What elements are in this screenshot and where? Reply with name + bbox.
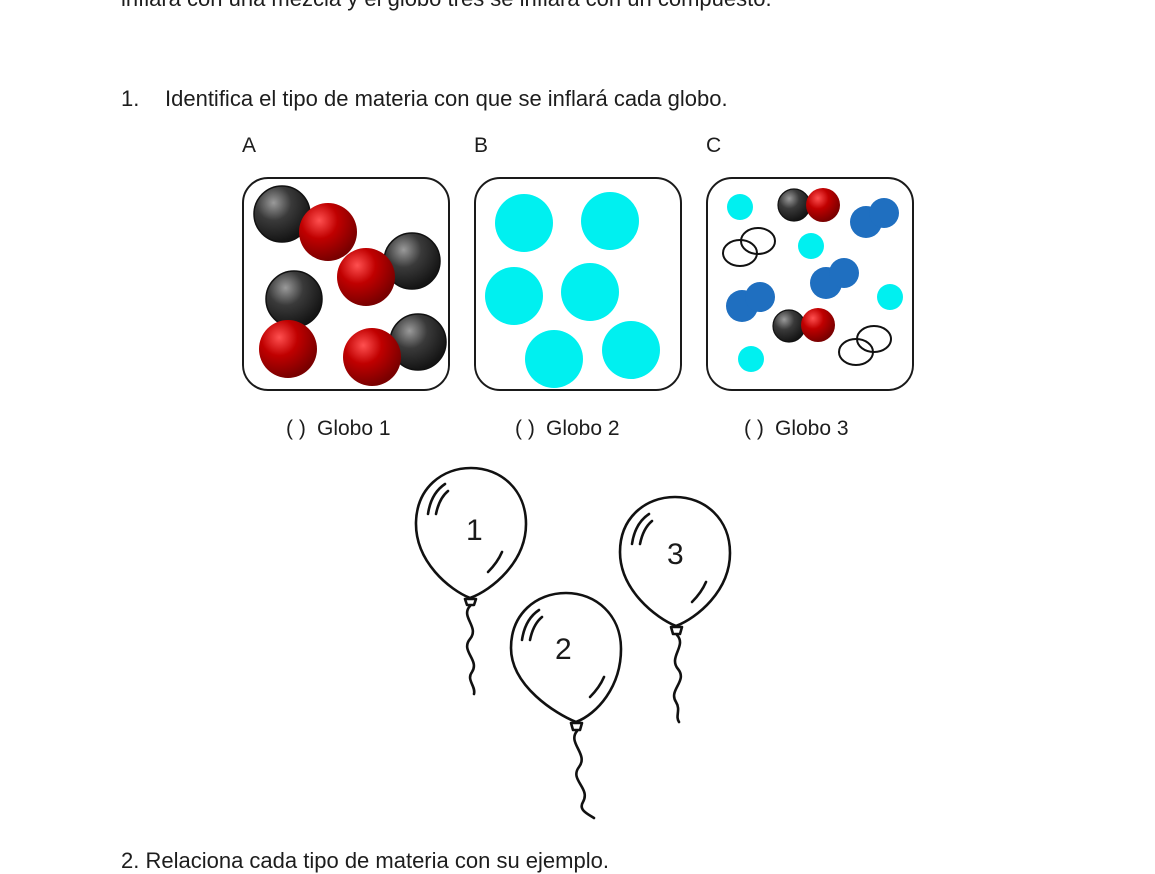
answer-blank[interactable]: ( ) xyxy=(744,417,764,440)
molecule-black-red xyxy=(259,270,323,378)
box-b-letter: B xyxy=(474,134,489,157)
molecule-blue xyxy=(850,198,899,238)
cyan-atom xyxy=(581,192,639,250)
molecule-black-red xyxy=(253,185,357,261)
question-2: 2. Relaciona cada tipo de materia con su… xyxy=(121,848,609,873)
box-c-letter: C xyxy=(706,134,722,157)
molecule-outline xyxy=(838,325,892,366)
cyan-atom xyxy=(798,233,824,259)
option-label: Globo 3 xyxy=(775,417,849,440)
molecule-outline xyxy=(722,227,776,267)
molecule-blue xyxy=(810,258,859,299)
molecule-black-red xyxy=(777,188,840,222)
cyan-atom xyxy=(602,321,660,379)
box-a-letter: A xyxy=(242,134,257,157)
box-b-element-diagram xyxy=(474,177,682,391)
cyan-atom xyxy=(727,194,753,220)
option-globo-1: ( ) Globo 1 xyxy=(286,416,391,442)
molecule-blue xyxy=(726,282,775,322)
molecule-black-red xyxy=(337,232,441,306)
answer-blank[interactable]: ( ) xyxy=(515,417,535,440)
molecule-black-red xyxy=(343,313,447,386)
balloon-2-icon: 2 xyxy=(509,591,623,820)
option-label: Globo 2 xyxy=(546,417,620,440)
box-c-mixture-diagram xyxy=(706,177,914,391)
molecule-black-red xyxy=(772,308,835,343)
question-1: 1. Identifica el tipo de materia con que … xyxy=(121,86,728,112)
cyan-atom xyxy=(485,267,543,325)
cyan-atom xyxy=(495,194,553,252)
balloon-1-icon: 1 xyxy=(414,466,528,696)
balloon-3-number: 3 xyxy=(667,538,684,571)
cyan-atom xyxy=(877,284,903,310)
balloon-1-number: 1 xyxy=(466,514,483,547)
balloons-illustration: 1 2 3 xyxy=(414,466,732,820)
intro-text: inflará con una mezcla y el globo tres s… xyxy=(121,0,772,12)
question-1-number: 1. xyxy=(121,86,140,111)
option-label: Globo 1 xyxy=(317,417,391,440)
cyan-atom xyxy=(738,346,764,372)
option-globo-2: ( ) Globo 2 xyxy=(515,416,620,442)
cyan-atom xyxy=(561,263,619,321)
balloon-2-number: 2 xyxy=(555,633,572,666)
option-globo-3: ( ) Globo 3 xyxy=(744,416,849,442)
answer-blank[interactable]: ( ) xyxy=(286,417,306,440)
question-1-text: Identifica el tipo de materia con que se… xyxy=(165,86,728,111)
cyan-atom xyxy=(525,330,583,388)
box-a-compound-diagram xyxy=(242,177,450,391)
balloon-3-icon: 3 xyxy=(618,495,732,724)
